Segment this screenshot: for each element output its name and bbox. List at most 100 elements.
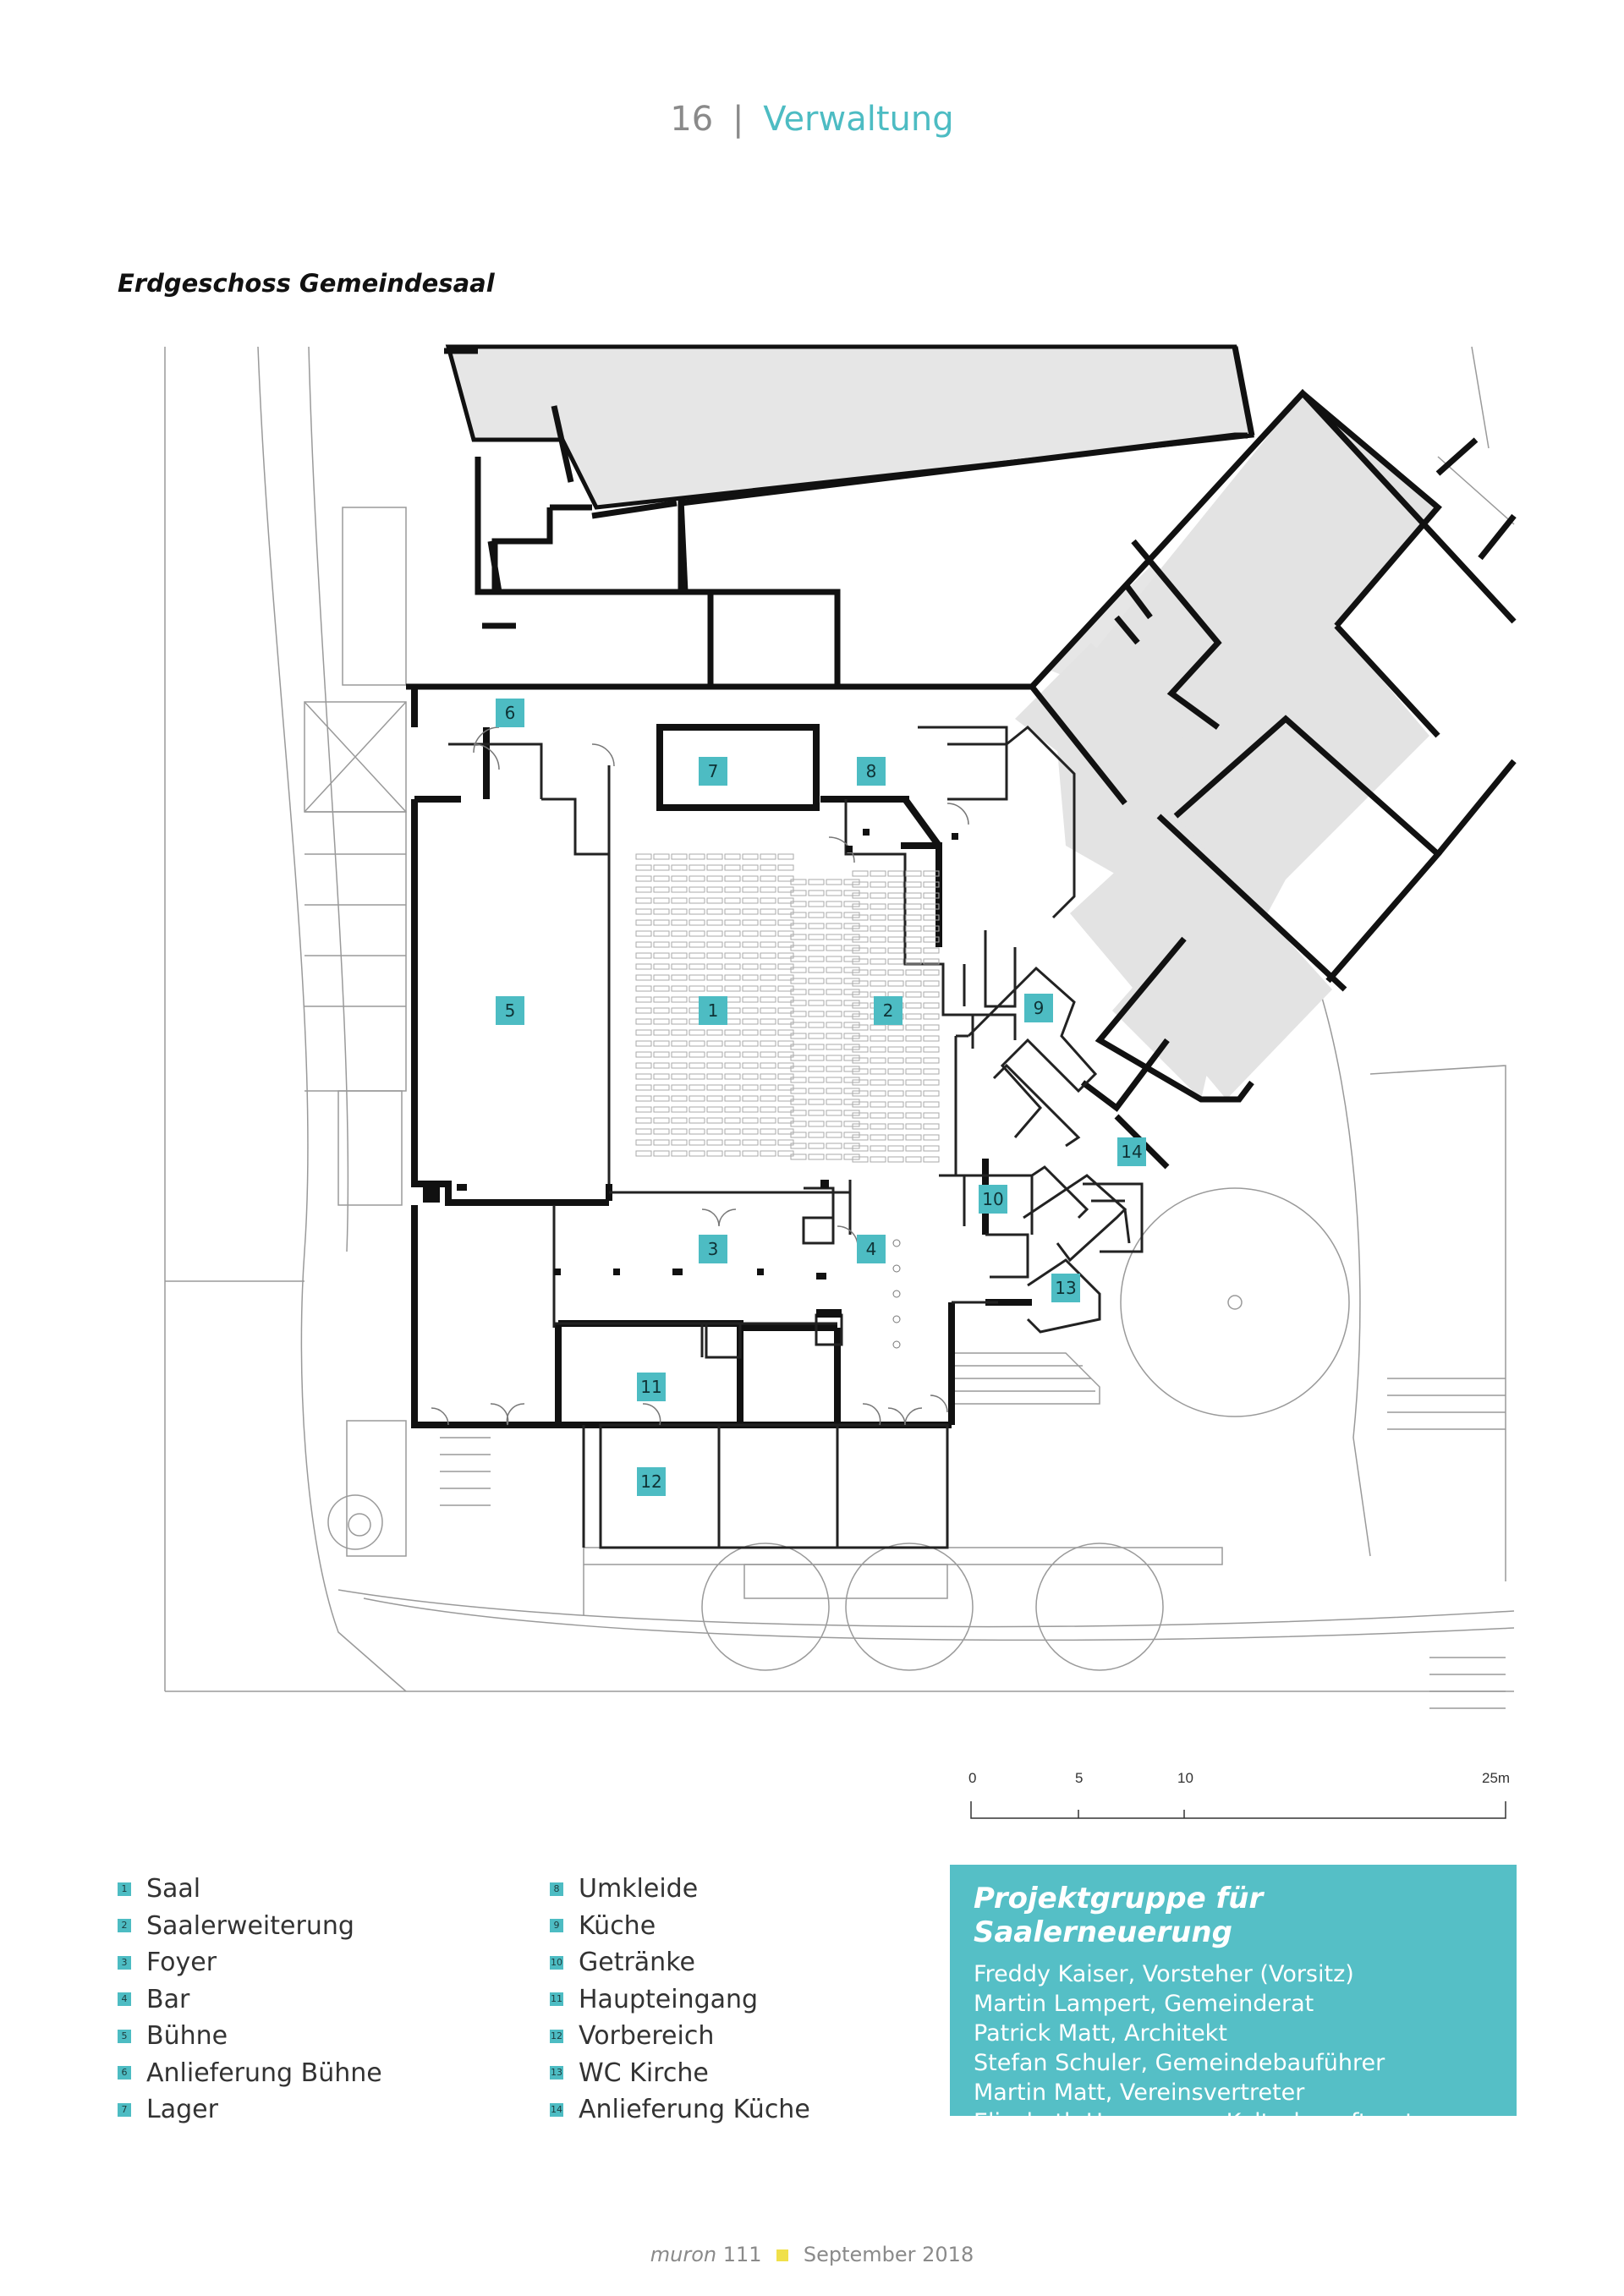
seat-row: [808, 956, 825, 962]
seat-row: [870, 947, 886, 954]
seat-row: [653, 897, 670, 904]
seat-row: [671, 886, 688, 893]
seat-row: [689, 1095, 705, 1102]
hall-walls: [411, 687, 1032, 1428]
page-header: 16 | Verwaltung: [0, 100, 1624, 139]
seat-row: [653, 1139, 670, 1146]
seat-row: [870, 958, 886, 965]
team-member: Elisabeth Huppmann, Kulturbeauftragte: [974, 2109, 1429, 2135]
seat-row: [706, 864, 723, 871]
seat-row: [706, 974, 723, 981]
seat-row: [870, 1079, 886, 1086]
room-marker-11: 11: [640, 1377, 661, 1397]
seat-row: [760, 963, 776, 970]
seat-row: [923, 1156, 940, 1163]
seat-row: [826, 1022, 842, 1028]
room-marker-box: [699, 996, 727, 1025]
seat-row: [653, 1029, 670, 1036]
seat-row: [689, 1029, 705, 1036]
seat-row: [635, 1007, 652, 1014]
seat-row: [760, 930, 776, 937]
team-member: Michael Biedermann, Haus- und Saalwart: [974, 2139, 1446, 2165]
seat-row: [826, 945, 842, 951]
seat-row: [790, 1121, 807, 1127]
seat-row: [808, 1110, 825, 1116]
seat-row: [689, 853, 705, 860]
seat-row: [826, 1143, 842, 1149]
seat-row: [635, 875, 652, 882]
seat-row: [742, 1062, 759, 1069]
room-marker-8: 8: [866, 761, 877, 781]
seat-row: [671, 1095, 688, 1102]
seat-row: [905, 1156, 922, 1163]
seat-row: [742, 1150, 759, 1157]
seat-row: [653, 1040, 670, 1047]
room-marker-13: 13: [1055, 1278, 1076, 1298]
seat-row: [742, 1139, 759, 1146]
seat-row: [671, 1051, 688, 1058]
seat-row: [760, 886, 776, 893]
seat-row: [706, 930, 723, 937]
seat-row: [852, 1002, 869, 1009]
room-marker-4: 4: [866, 1239, 877, 1259]
seat-row: [689, 1040, 705, 1047]
room-marker-12: 12: [640, 1471, 661, 1492]
seat-row: [706, 875, 723, 882]
legend-number: 6: [118, 2066, 131, 2080]
seat-row: [760, 1007, 776, 1014]
footer-square-icon: [776, 2249, 789, 2261]
seat-row: [724, 875, 741, 882]
seat-row: [777, 886, 794, 893]
seat-row: [905, 1123, 922, 1130]
seat-row: [777, 875, 794, 882]
seat-row: [790, 1110, 807, 1116]
seat-row: [808, 1099, 825, 1105]
seat-row: [923, 1145, 940, 1152]
seat-row: [852, 958, 869, 965]
seat-row: [870, 1156, 886, 1163]
seat-row: [808, 1044, 825, 1050]
seat-row: [742, 985, 759, 992]
seat-row: [777, 1106, 794, 1113]
seat-row: [760, 1095, 776, 1102]
seat-row: [742, 1073, 759, 1080]
seat-row: [826, 1077, 842, 1083]
scale-label-10: 10: [1177, 1770, 1193, 1786]
seat-row: [742, 930, 759, 937]
seat-row: [808, 1143, 825, 1149]
seat-row: [706, 1106, 723, 1113]
seat-row: [887, 914, 904, 921]
seat-row: [724, 930, 741, 937]
seat-row: [923, 881, 940, 888]
seat-row: [905, 947, 922, 954]
seat-row: [653, 985, 670, 992]
seat-row: [808, 1000, 825, 1006]
seat-row: [923, 1068, 940, 1075]
seat-row: [887, 892, 904, 899]
seat-row: [870, 1068, 886, 1075]
seat-row: [671, 930, 688, 937]
seat-row: [777, 919, 794, 926]
seat-row: [808, 1066, 825, 1072]
seat-row: [706, 1062, 723, 1069]
legend-label: Haupteingang: [579, 1984, 759, 2014]
seat-row: [905, 958, 922, 965]
seat-row: [760, 1106, 776, 1113]
seat-row: [790, 956, 807, 962]
seat-row: [923, 1134, 940, 1141]
seat-row: [826, 879, 842, 885]
legend-label: Umkleide: [579, 1874, 699, 1904]
seat-row: [887, 1145, 904, 1152]
seat-row: [760, 985, 776, 992]
seat-row: [635, 1150, 652, 1157]
seat-row: [777, 864, 794, 871]
seat-row: [689, 952, 705, 959]
seat-row: [724, 908, 741, 915]
legend-label: Bühne: [146, 2021, 228, 2052]
seat-row: [790, 934, 807, 940]
scale-label-5: 5: [1075, 1770, 1083, 1786]
